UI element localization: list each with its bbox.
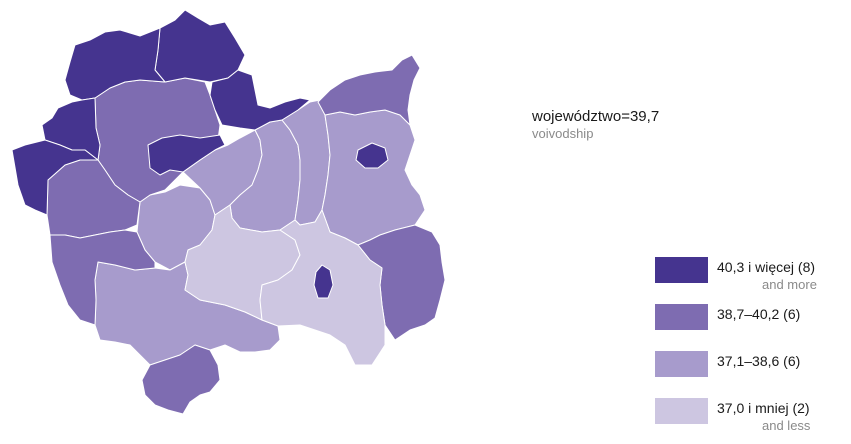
region (147, 134, 226, 176)
region (154, 9, 246, 83)
legend-item: 38,7–40,2 (6) (655, 303, 845, 350)
legend-label: 38,7–40,2 (6) (717, 306, 801, 322)
region (321, 109, 426, 246)
legend-sublabel: and less (762, 418, 811, 433)
region (317, 54, 421, 126)
region (313, 264, 334, 299)
region (141, 344, 221, 415)
legend-label: 37,1–38,6 (6) (717, 353, 801, 369)
legend-swatch (655, 351, 708, 377)
legend-swatch (655, 257, 708, 283)
legend-item: 37,1–38,6 (6) (655, 350, 845, 397)
region (64, 27, 166, 101)
voivodship-average: województwo=39,7 voivodship (532, 108, 659, 141)
legend-swatch (655, 304, 708, 330)
voivodship-average-value: województwo=39,7 (532, 108, 660, 125)
legend-item: 37,0 i mniej (2) and less (655, 397, 845, 444)
legend-label: 40,3 i więcej (8) (717, 259, 816, 275)
region (209, 69, 311, 131)
legend-label: 37,0 i mniej (2) (717, 400, 810, 416)
region (49, 229, 156, 326)
choropleth-map (11, 9, 446, 415)
region (11, 139, 99, 216)
legend-item: 40,3 i więcej (8) and more (655, 256, 845, 303)
voivodship-average-subtitle: voivodship (532, 126, 594, 141)
legend-sublabel: and more (762, 277, 817, 292)
region (355, 142, 389, 169)
legend-swatch (655, 398, 708, 424)
legend: 40,3 i więcej (8) and more 38,7–40,2 (6)… (655, 256, 845, 444)
